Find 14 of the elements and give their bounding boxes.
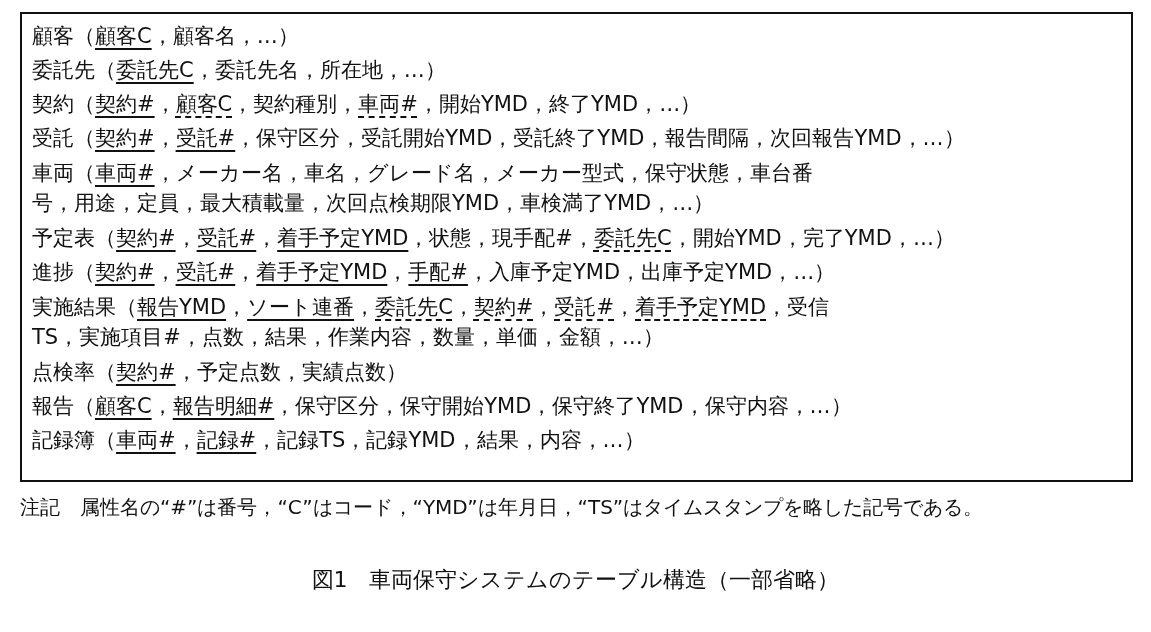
schema-frame	[20, 12, 1133, 482]
note-text: 注記 属性名の“#”は番号，“C”はコード，“YMD”は年月日，“TS”はタイムスタンプを略した記号である。	[20, 494, 985, 521]
table-definition: 委託先（委託先C，委託先名，所在地，…）	[32, 57, 447, 84]
table-definition: 点検率（契約#，予定点数，実績点数）	[32, 359, 408, 386]
table-definition: 進捗（契約#，受託#，着手予定YMD，手配#，入庫予定YMD，出庫予定YMD，…）	[32, 259, 837, 286]
table-definition: 顧客（顧客C，顧客名，…）	[32, 23, 300, 50]
table-definition: 車両（車両#，メーカー名，車名，グレード名，メーカー型式，保守状態，車台番号，用途，定員，最大積載量，次回点検期限YMD，車検満了YMD，…）	[32, 160, 814, 217]
table-definition: 報告（顧客C，報告明細#，保守区分，保守開始YMD，保守終了YMD，保守内容，…）	[32, 393, 853, 420]
figure-caption: 図1 車両保守システムのテーブル構造（一部省略）	[310, 566, 841, 594]
table-definition: 予定表（契約#，受託#，着手予定YMD，状態，現手配#，委託先C，開始YMD，完了YMD，…）	[32, 225, 956, 252]
table-definition: 受託（契約#，受託#，保守区分，受託開始YMD，受託終了YMD，報告間隔，次回報告YMD，…）	[32, 125, 966, 152]
table-definition: 記録簿（車両#，記録#，記録TS，記録YMD，結果，内容，…）	[32, 427, 646, 454]
table-definition: 契約（契約#，顧客C，契約種別，車両#，開始YMD，終了YMD，…）	[32, 91, 703, 118]
table-definition: 実施結果（報告YMD，ソート連番，委託先C，契約#，受託#，着手予定YMD，受信TS，実施項目#，点数，結果，作業内容，数量，単価，金額，…）	[32, 294, 831, 351]
